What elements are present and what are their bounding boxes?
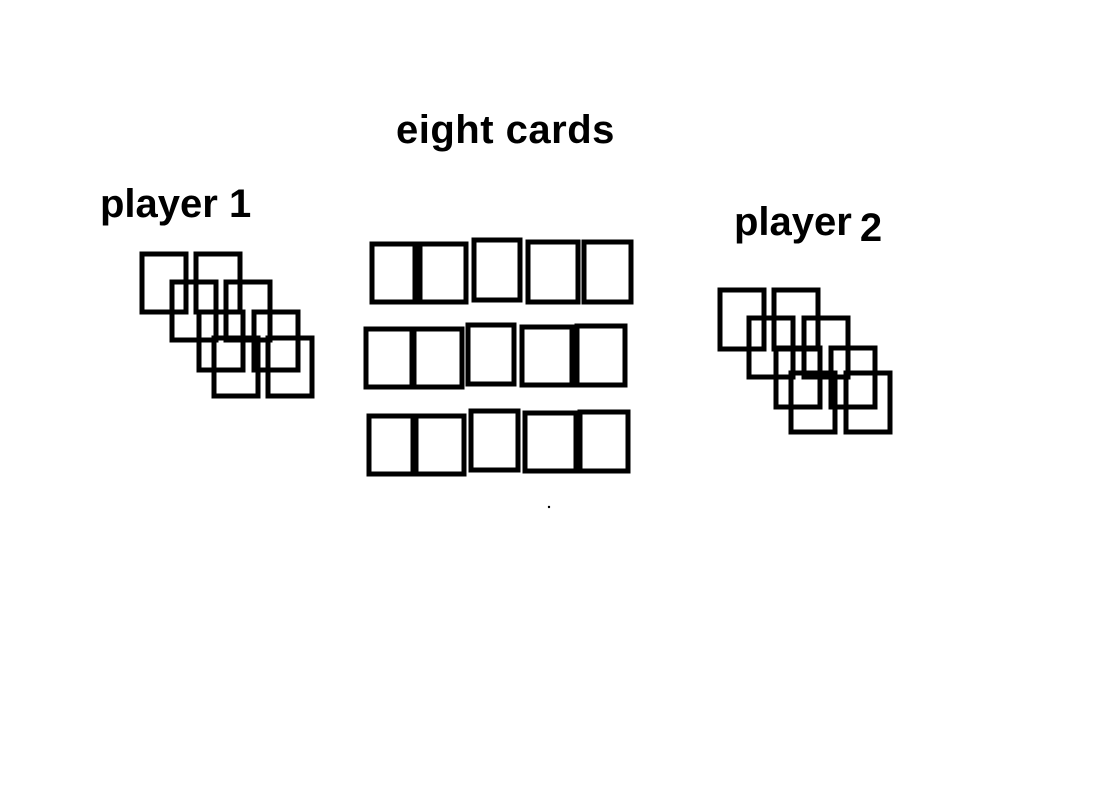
pile-card [413, 413, 467, 477]
player-2-hand [717, 287, 893, 435]
stray-dot [547, 505, 551, 509]
pile-card [417, 241, 469, 305]
pile-card [468, 408, 521, 473]
player-2-card [788, 370, 838, 435]
pile-card [471, 237, 523, 303]
pile-card [366, 413, 416, 477]
player-2-word: player [734, 200, 852, 244]
player-1-card [211, 335, 261, 399]
pile-card [519, 324, 575, 388]
player-1-hand [139, 251, 315, 399]
player-2-card [773, 345, 823, 410]
player-2-number: 2 [859, 206, 883, 250]
pile-card [525, 239, 581, 305]
pile-card [577, 409, 631, 474]
player-1-card [251, 309, 301, 373]
player-1-card [265, 335, 315, 399]
player-2-card [843, 370, 893, 435]
central-card-pile [363, 237, 634, 477]
player-1-label: player 1 [100, 182, 252, 226]
pile-card [581, 239, 634, 305]
pile-label: eight cards [396, 108, 615, 152]
pile-card [363, 326, 415, 390]
pile-card [465, 322, 517, 387]
pile-card [522, 410, 579, 474]
player-2-card [828, 345, 878, 410]
pile-card [369, 241, 418, 305]
player-1-card [196, 309, 246, 373]
pile-card [411, 326, 465, 390]
pile-card [574, 323, 628, 388]
